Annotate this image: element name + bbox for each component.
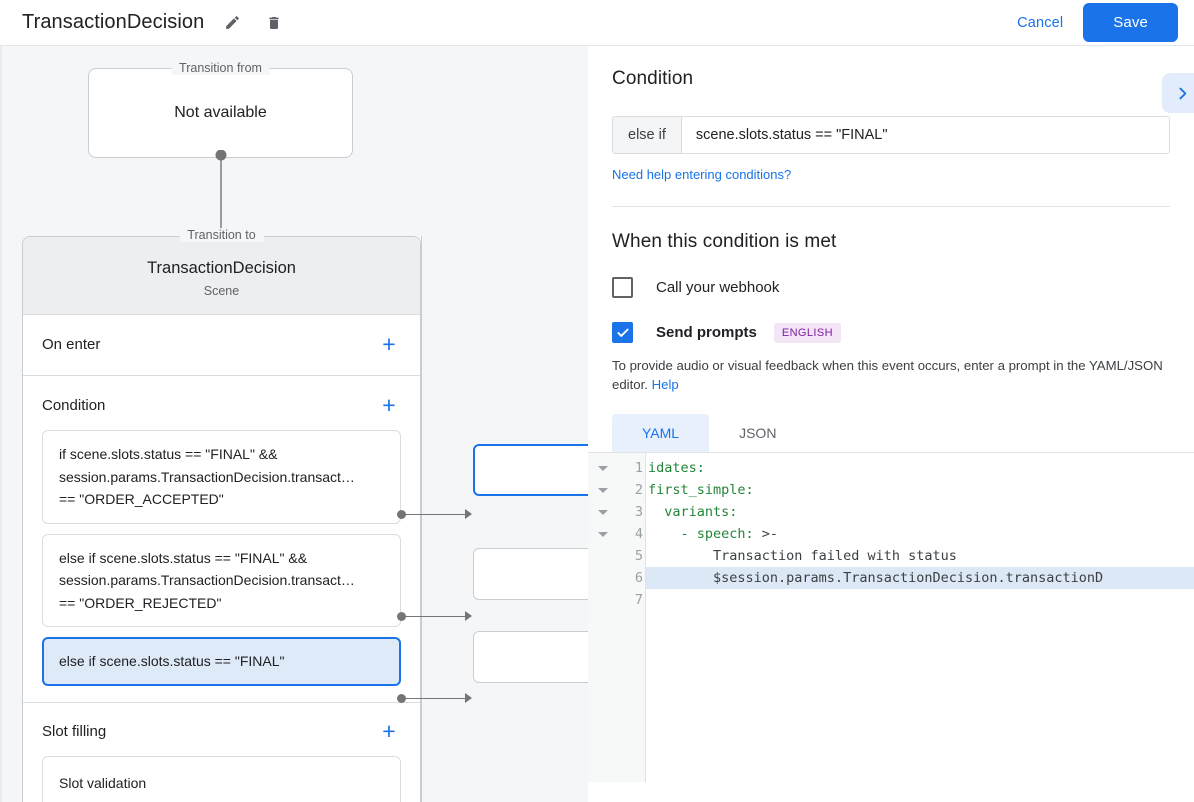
send-prompts-checkbox[interactable] [612,322,633,343]
send-prompts-row[interactable]: Send prompts ENGLISH [612,322,1170,343]
when-condition-met-heading: When this condition is met [612,231,837,252]
code-line[interactable]: first_simple: [648,482,754,498]
webhook-row[interactable]: Call your webhook [612,277,1170,298]
prompts-help-text: To provide audio or visual feedback when… [612,356,1170,394]
fold-toggle-icon[interactable] [588,479,618,501]
condition-card-3[interactable]: else if scene.slots.status == "FINAL" [42,637,401,686]
target-box-1[interactable] [473,444,588,496]
condition-line: else if scene.slots.status == "FINAL" && [59,549,308,566]
line-number: 6 [634,570,643,586]
page-title: TransactionDecision [22,11,205,33]
fold-spacer [588,589,618,611]
pencil-icon[interactable] [218,9,246,37]
line-number: 1 [634,460,643,476]
chevron-right-icon[interactable] [1162,73,1194,113]
cancel-button[interactable]: Cancel [1001,6,1079,40]
add-slot-filling-button[interactable]: + [382,718,396,744]
call-webhook-label: Call your webhook [656,279,780,296]
section-on-enter: On enter + [23,315,420,376]
when-condition-met-section: When this condition is met Call your web… [588,207,1194,452]
section-title-slot-filling: Slot filling [42,723,107,740]
language-badge: ENGLISH [773,322,841,343]
target-box-2[interactable] [473,548,588,600]
section-title-on-enter: On enter [42,335,101,353]
editor-fold-gutter [588,453,618,782]
condition-line: session.params.TransactionDecision.trans… [59,572,355,588]
editor-code-area[interactable]: idates: first_simple: variants: - speech:… [646,453,1194,782]
code-line[interactable]: Transaction failed with status [648,548,957,564]
code-line[interactable]: idates: [648,460,705,476]
need-help-conditions-link[interactable]: Need help entering conditions? [612,167,792,182]
condition-card-2[interactable]: else if scene.slots.status == "FINAL" &&… [42,533,401,627]
app-header: TransactionDecision Cancel Save [0,0,1194,46]
condition-input-row[interactable]: else if [612,116,1170,154]
condition-line: == "ORDER_REJECTED" [59,594,222,611]
condition-prefix-label: else if [613,117,682,153]
prompts-help-link[interactable]: Help [651,377,679,392]
section-condition: Condition + if scene.slots.status == "FI… [23,376,420,703]
fold-toggle-icon[interactable] [588,523,618,545]
transition-from-value: Not available [174,104,267,121]
header-actions: Cancel Save [1001,3,1178,42]
condition-card-1[interactable]: if scene.slots.status == "FINAL" && sess… [42,430,401,524]
scene-card: Transition to TransactionDecision Scene … [22,228,421,802]
condition-detail-panel: Condition else if Need help entering con… [588,46,1194,802]
condition-line: session.params.TransactionDecision.trans… [59,468,355,485]
slot-validation-label: Slot validation [59,774,147,791]
transition-to-legend: Transition to [179,228,264,242]
code-line[interactable] [646,589,1194,611]
fold-toggle-icon[interactable] [588,457,618,479]
tab-yaml[interactable]: YAML [612,414,710,452]
scene-header[interactable]: Transition to TransactionDecision Scene [23,228,420,315]
editor-format-tabs: YAML JSON [612,414,1170,452]
send-prompts-label: Send prompts [656,324,757,341]
line-number: 5 [634,548,643,564]
condition-line: if scene.slots.status == "FINAL" && [59,446,278,462]
line-number: 2 [634,482,643,498]
condition-heading: Condition [612,68,694,89]
fold-spacer [588,545,618,567]
line-number: 7 [634,592,643,608]
condition-line: == "ORDER_ACCEPTED" [59,491,224,507]
code-line[interactable]: variants: [648,504,738,520]
scene-type: Scene [203,284,240,298]
flow-canvas[interactable]: Transition from Not available Transition… [0,46,588,802]
panel-divider [612,206,1170,207]
line-number: 3 [634,504,643,520]
save-button[interactable]: Save [1083,3,1178,42]
target-box-3[interactable] [473,631,588,683]
condition-line: else if scene.slots.status == "FINAL" [59,653,285,669]
prompts-help-body: To provide audio or visual feedback when… [612,358,1163,392]
code-line[interactable]: - speech: >- [648,526,779,542]
add-condition-button[interactable]: + [382,391,396,418]
canvas-guide-line [421,236,422,802]
section-title-condition: Condition [42,396,106,414]
trash-icon[interactable] [260,9,288,37]
fold-toggle-icon[interactable] [588,501,618,523]
tab-json[interactable]: JSON [739,425,777,441]
condition-section: Condition else if Need help entering con… [588,46,1194,207]
section-slot-filling: Slot filling + Slot validation [23,703,420,802]
scene-name: TransactionDecision [147,259,296,277]
transition-from-box: Transition from Not available [88,61,353,158]
code-editor[interactable]: 1 2 3 4 5 6 7 idates: first_simple: variants: -… [588,452,1194,782]
slot-validation-card[interactable]: Slot validation [42,755,401,802]
transition-from-legend: Transition from [171,61,270,75]
condition-input[interactable] [681,117,1169,153]
line-number: 4 [634,526,643,542]
call-webhook-checkbox[interactable] [612,277,633,298]
add-on-enter-button[interactable]: + [382,330,396,357]
editor-line-numbers: 1 2 3 4 5 6 7 [618,453,646,782]
code-line[interactable]: $session.params.TransactionDecision.tran… [646,567,1194,589]
fold-spacer [588,567,618,589]
